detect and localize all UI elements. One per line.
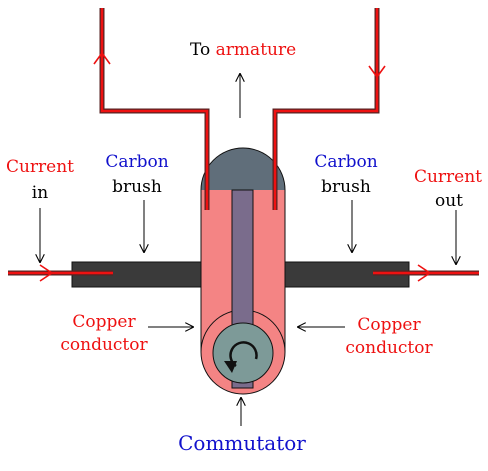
copper-conductor-left-label-line1: Copper bbox=[72, 312, 136, 332]
carbon-brush-right-label-line2: brush bbox=[321, 177, 371, 197]
current-out-label-line2: out bbox=[435, 191, 463, 211]
wire-right-from-armature bbox=[272, 8, 386, 210]
carbon-brush-right-label-line1: Carbon bbox=[314, 152, 377, 172]
copper-conductor-left-label-line2: conductor bbox=[60, 335, 148, 355]
to-armature-label: To armature bbox=[190, 40, 296, 60]
current-in-label-line1: Current bbox=[6, 157, 74, 177]
current-down-arrow-icon bbox=[368, 65, 386, 79]
copper-conductor-right-label-line1: Copper bbox=[357, 315, 421, 335]
to-prefix-text: To bbox=[190, 40, 210, 60]
commutator-face bbox=[212, 322, 274, 384]
commutator-label: Commutator bbox=[178, 431, 306, 455]
carbon-brush-left-label-line1: Carbon bbox=[105, 152, 168, 172]
current-out-wire bbox=[373, 264, 479, 282]
armature-text: armature bbox=[216, 40, 296, 60]
copper-conductor-right-label-line2: conductor bbox=[345, 338, 433, 358]
current-in-wire bbox=[8, 264, 113, 282]
current-up-arrow-icon bbox=[93, 51, 111, 65]
current-in-label-line2: in bbox=[32, 183, 48, 203]
carbon-brush-left-label-line2: brush bbox=[112, 177, 162, 197]
rotation-arrow-icon bbox=[224, 341, 258, 373]
current-out-label-line1: Current bbox=[414, 167, 482, 187]
wire-left-to-armature bbox=[93, 8, 210, 210]
